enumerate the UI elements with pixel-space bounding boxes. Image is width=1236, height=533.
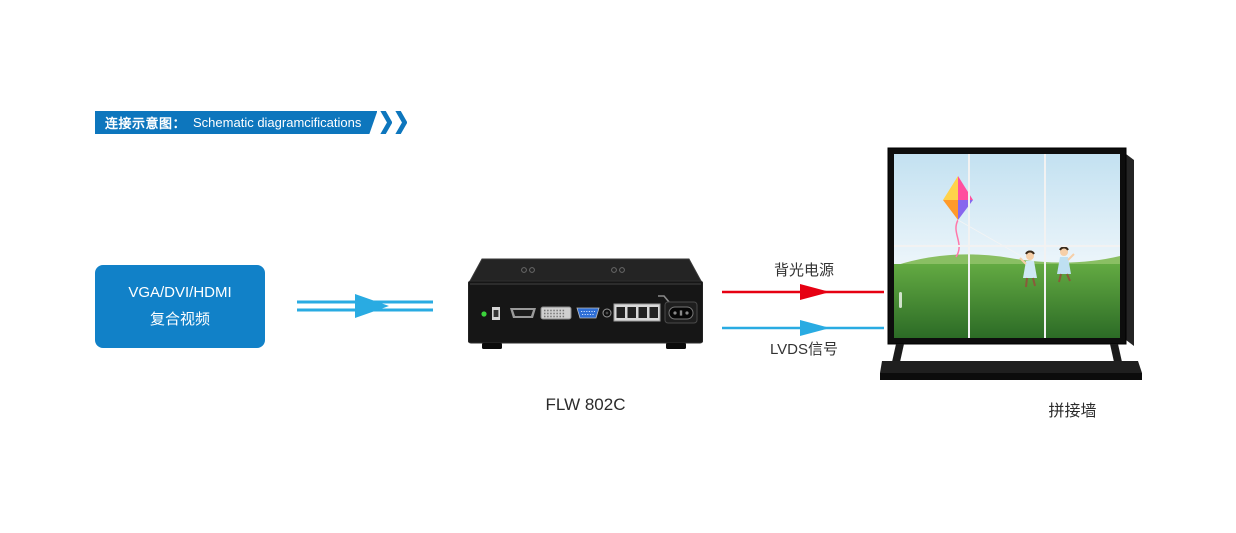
stand-base-front xyxy=(880,373,1142,380)
child-figure xyxy=(1019,250,1037,288)
stand-leg xyxy=(1110,344,1122,362)
audio-jack-icon xyxy=(602,308,612,318)
child-figure xyxy=(1057,246,1075,283)
banner-title-en: Schematic diagramcifications xyxy=(193,115,362,130)
panel-bezel-grid xyxy=(894,154,1120,338)
power-switch-icon xyxy=(658,295,670,303)
lvds-signal-arrow xyxy=(722,320,884,336)
backlight-arrowhead-icon xyxy=(800,284,830,300)
stand-leg xyxy=(892,344,904,362)
usb-port-icon xyxy=(492,307,500,320)
vga-port-icon xyxy=(576,307,600,319)
rj45-ports-icon xyxy=(613,303,661,322)
dvi-port-icon xyxy=(540,306,572,320)
power-led-icon xyxy=(481,311,487,317)
chevron-right-icon xyxy=(395,111,408,134)
lvds-arrowhead-icon xyxy=(800,320,830,336)
chevron-right-icon xyxy=(380,111,393,134)
wall-caption: 拼接墙 xyxy=(1048,403,1097,420)
device-foot xyxy=(482,343,502,349)
device-caption: FLW 802C xyxy=(545,395,626,414)
backlight-power-arrow xyxy=(722,284,884,300)
controller-device xyxy=(468,258,703,349)
input-signal-arrow xyxy=(297,294,433,318)
lvds-signal-label: LVDS信号 xyxy=(769,341,839,358)
power-inlet-icon xyxy=(658,295,698,324)
hdmi-port-icon xyxy=(510,308,536,318)
input-arrowhead-icon xyxy=(355,294,389,318)
banner-title-cn: 连接示意图： xyxy=(105,116,187,131)
vent-icon xyxy=(521,267,625,273)
wall-side-edge xyxy=(1126,154,1134,346)
banner-ribbon: 连接示意图： Schematic diagramcifications xyxy=(95,111,377,134)
backlight-power-label: 背光电源 xyxy=(773,262,834,279)
input-source-box: VGA/DVI/HDMI 复合视频 xyxy=(95,265,265,348)
brand-mark xyxy=(899,292,902,308)
source-line1: VGA/DVI/HDMI xyxy=(128,284,232,301)
wall-screen-image xyxy=(894,154,1120,338)
video-wall xyxy=(880,147,1142,380)
device-top-face xyxy=(469,258,702,282)
source-line2: 复合视频 xyxy=(149,311,210,328)
device-foot xyxy=(666,343,686,349)
stand-base xyxy=(880,361,1142,373)
section-banner: 连接示意图： Schematic diagramcifications xyxy=(95,111,408,134)
